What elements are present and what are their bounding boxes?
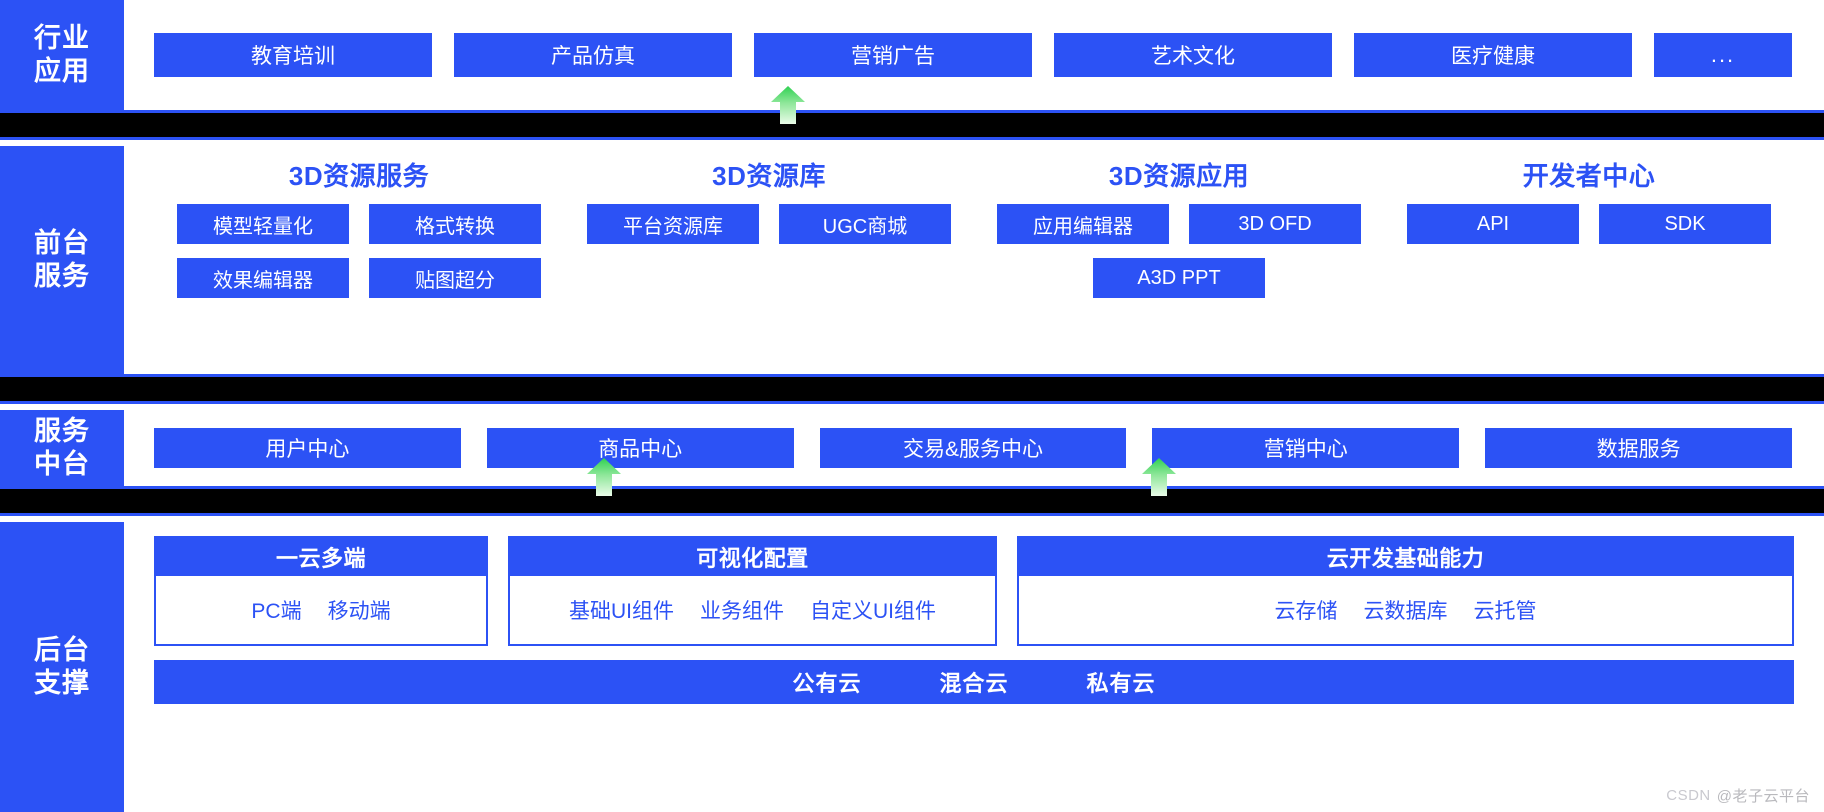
tier-label-middle: 服务 中台 (0, 410, 124, 486)
tag-custom-ui-components: 自定义UI组件 (810, 600, 936, 623)
chip-data-service[interactable]: 数据服务 (1485, 428, 1792, 468)
chip-industry-art-culture[interactable]: 艺术文化 (1054, 33, 1332, 77)
group-grid-3d-resource-application: 应用编辑器 3D OFD A3D PPT (974, 204, 1384, 298)
card-cloud-dev-capabilities[interactable]: 云开发基础能力 云存储 云数据库 云托管 (1017, 536, 1794, 646)
chip-api[interactable]: API (1407, 204, 1579, 244)
label-public-cloud: 公有云 (792, 671, 862, 696)
tier-body-front: 3D资源服务 模型轻量化 格式转换 效果编辑器 贴图超分 3D资源库 平台资源库… (124, 146, 1824, 374)
group-developer-center: 开发者中心 API SDK (1384, 146, 1794, 374)
watermark-tag: CSDN (1666, 787, 1711, 804)
group-3d-resource-service: 3D资源服务 模型轻量化 格式转换 效果编辑器 贴图超分 (154, 146, 564, 374)
tier-label-back-line1: 后台 (34, 635, 90, 666)
card-title-visual-configuration: 可视化配置 (510, 538, 995, 576)
chip-a3d-ppt[interactable]: A3D PPT (1093, 258, 1265, 298)
tier-label-industry-line1: 行业 (34, 23, 90, 54)
chip-texture-super-resolution[interactable]: 贴图超分 (369, 258, 541, 298)
tier-label-back-line2: 支撑 (34, 668, 90, 698)
tier-industry-applications: 行业 应用 教育培训 产品仿真 营销广告 艺术文化 医疗健康 ... (0, 0, 1824, 110)
chip-industry-medical-health[interactable]: 医疗健康 (1354, 33, 1632, 77)
tier-service-middle-platform: 服务 中台 用户中心 商品中心 交易&服务中心 营销中心 数据服务 (0, 410, 1824, 486)
watermark-text: @老子云平台 (1716, 788, 1810, 805)
chip-marketing-center[interactable]: 营销中心 (1152, 428, 1460, 468)
middle-chip-row: 用户中心 商品中心 交易&服务中心 营销中心 数据服务 (124, 410, 1824, 486)
group-title-3d-resource-application: 3D资源应用 (1108, 161, 1250, 191)
tier-front-services: 前台 服务 3D资源服务 模型轻量化 格式转换 效果编辑器 贴图超分 3D资源库 (0, 146, 1824, 374)
tier-label-middle-line2: 中台 (34, 449, 90, 479)
label-hybrid-cloud: 混合云 (939, 671, 1009, 696)
tier-label-front-line2: 服务 (34, 261, 90, 291)
tier-body-back: 一云多端 PC端 移动端 可视化配置 基础UI组件 业务组件 自定义UI组件 (124, 522, 1824, 812)
chip-transaction-service-center[interactable]: 交易&服务中心 (819, 428, 1127, 468)
tag-cloud-storage: 云存储 (1274, 600, 1338, 623)
cloud-deployment-bar: 公有云 混合云 私有云 (154, 660, 1794, 704)
chip-model-lightweighting[interactable]: 模型轻量化 (177, 204, 349, 244)
tier-backend-support: 后台 支撑 一云多端 PC端 移动端 可视化配置 (0, 522, 1824, 812)
back-card-row: 一云多端 PC端 移动端 可视化配置 基础UI组件 业务组件 自定义UI组件 (154, 536, 1794, 646)
card-one-cloud-multi-device[interactable]: 一云多端 PC端 移动端 (154, 536, 488, 646)
tag-mobile: 移动端 (327, 600, 391, 623)
group-title-3d-resource-service: 3D资源服务 (288, 161, 430, 191)
chip-format-conversion[interactable]: 格式转换 (369, 204, 541, 244)
group-title-developer-center: 开发者中心 (1522, 161, 1656, 191)
card-body-one-cloud-multi-device: PC端 移动端 (156, 576, 486, 644)
tag-cloud-database: 云数据库 (1363, 600, 1448, 623)
chip-industry-product-simulation[interactable]: 产品仿真 (454, 33, 732, 77)
tier-body-industry: 教育培训 产品仿真 营销广告 艺术文化 医疗健康 ... (124, 0, 1824, 110)
card-title-cloud-dev-capabilities: 云开发基础能力 (1019, 538, 1792, 576)
divider-bar-3 (0, 486, 1824, 516)
arrow-up-icon-industry (771, 86, 805, 124)
group-grid-3d-resource-service: 模型轻量化 格式转换 效果编辑器 贴图超分 (177, 204, 541, 298)
card-visual-configuration[interactable]: 可视化配置 基础UI组件 业务组件 自定义UI组件 (508, 536, 997, 646)
chip-industry-more[interactable]: ... (1654, 33, 1792, 77)
chip-application-editor[interactable]: 应用编辑器 (997, 204, 1169, 244)
group-grid-3d-resource-library: 平台资源库 UGC商城 (587, 204, 951, 244)
tag-cloud-hosting: 云托管 (1473, 600, 1537, 623)
tier-label-front-line1: 前台 (34, 228, 90, 259)
tier-label-industry-line2: 应用 (34, 56, 90, 86)
tier-label-industry: 行业 应用 (0, 0, 124, 110)
industry-chip-row: 教育培训 产品仿真 营销广告 艺术文化 医疗健康 ... (124, 0, 1824, 110)
arrow-up-icon-middle-right (1142, 458, 1176, 496)
chip-product-center[interactable]: 商品中心 (486, 428, 794, 468)
front-groups-row: 3D资源服务 模型轻量化 格式转换 效果编辑器 贴图超分 3D资源库 平台资源库… (124, 146, 1824, 374)
divider-bar-2 (0, 374, 1824, 404)
chip-industry-education[interactable]: 教育培训 (154, 33, 432, 77)
tier-label-front: 前台 服务 (0, 146, 124, 374)
chip-user-center[interactable]: 用户中心 (154, 428, 461, 468)
tag-basic-ui-components: 基础UI组件 (569, 600, 674, 623)
group-3d-resource-library: 3D资源库 平台资源库 UGC商城 (564, 146, 974, 374)
chip-3d-ofd[interactable]: 3D OFD (1189, 204, 1361, 244)
arrow-up-icon-middle-left (587, 458, 621, 496)
card-title-one-cloud-multi-device: 一云多端 (156, 538, 486, 576)
group-3d-resource-application: 3D资源应用 应用编辑器 3D OFD A3D PPT (974, 146, 1384, 374)
tier-label-back: 后台 支撑 (0, 522, 124, 812)
group-title-3d-resource-library: 3D资源库 (712, 161, 826, 191)
chip-effect-editor[interactable]: 效果编辑器 (177, 258, 349, 298)
tier-body-middle: 用户中心 商品中心 交易&服务中心 营销中心 数据服务 (124, 410, 1824, 486)
tag-business-components: 业务组件 (700, 600, 784, 623)
divider-bar-1 (0, 110, 1824, 140)
chip-sdk[interactable]: SDK (1599, 204, 1771, 244)
group-grid-developer-center: API SDK (1407, 204, 1771, 244)
chip-industry-marketing-ads[interactable]: 营销广告 (754, 33, 1032, 77)
watermark: CSDN @老子云平台 (1666, 785, 1810, 806)
tag-pc: PC端 (251, 600, 302, 623)
chip-platform-resource-library[interactable]: 平台资源库 (587, 204, 759, 244)
label-private-cloud: 私有云 (1086, 671, 1156, 696)
chip-ugc-mall[interactable]: UGC商城 (779, 204, 951, 244)
card-body-cloud-dev-capabilities: 云存储 云数据库 云托管 (1019, 576, 1792, 644)
back-card-area: 一云多端 PC端 移动端 可视化配置 基础UI组件 业务组件 自定义UI组件 (124, 522, 1824, 812)
card-body-visual-configuration: 基础UI组件 业务组件 自定义UI组件 (510, 576, 995, 644)
tier-label-middle-line1: 服务 (34, 416, 90, 447)
